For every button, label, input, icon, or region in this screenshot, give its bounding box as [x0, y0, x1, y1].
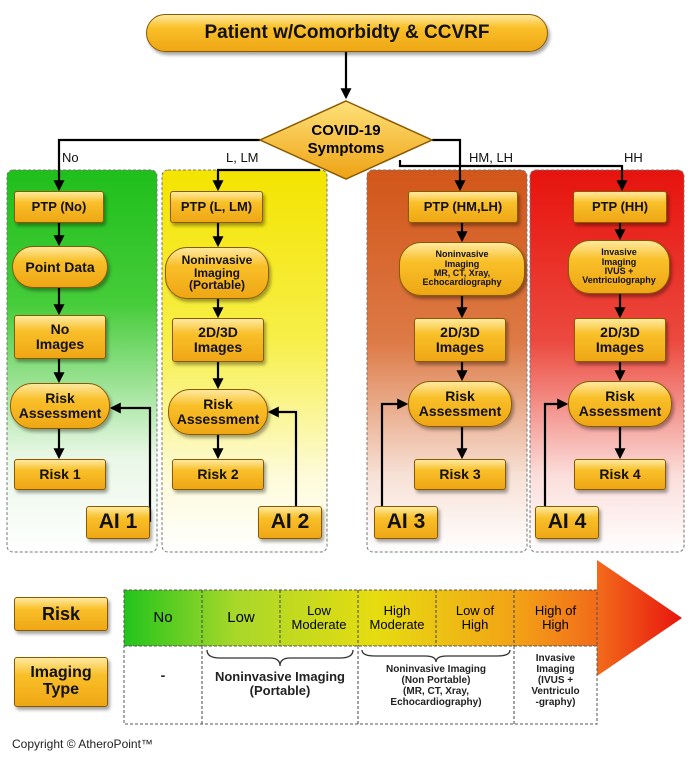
imaging-type-legend-label: Imaging Type — [14, 657, 108, 707]
imaging-row-frame — [123, 645, 598, 725]
risk-level-high-of-high: High of High — [534, 602, 577, 632]
ai-box-lane-4: AI 4 — [535, 506, 599, 539]
risk-level-no: No — [153, 608, 173, 626]
lane-1-background — [6, 169, 158, 553]
covid-decision-diamond: COVID-19 Symptoms — [258, 99, 434, 181]
ptp-box-lane-2: PTP (L, LM) — [170, 191, 263, 223]
decision-label: COVID-19 Symptoms — [307, 122, 385, 157]
risk-level-low-of-high: Low of High — [455, 602, 495, 632]
ai-box-lane-3: AI 3 — [374, 506, 438, 539]
arrow-ai-2-to-assessment — [267, 406, 298, 506]
arrow-ai-4-to-assessment — [543, 398, 569, 506]
images-box-lane-3: 2D/3D Images — [414, 318, 506, 362]
flow-connectors — [53, 52, 628, 522]
risk-box-lane-3: Risk 3 — [414, 459, 506, 490]
copyright-notice: Copyright © AtheroPoint™ — [12, 737, 153, 751]
imaging-box-lane-2: Noninvasive Imaging (Portable) — [165, 247, 269, 299]
images-box-lane-2: 2D/3D Images — [172, 318, 264, 362]
arrow-decision-to-lane-4 — [398, 160, 628, 192]
risk-assessment-lane-4: Risk Assessment — [568, 381, 672, 427]
risk-level-low-moderate: Low Moderate — [291, 602, 347, 632]
risk-box-lane-4: Risk 4 — [574, 459, 666, 490]
arrow-ai-1-to-assessment — [109, 402, 152, 522]
risk-assessment-lane-3: Risk Assessment — [408, 381, 512, 427]
arrow-ai-3-to-assessment — [380, 398, 409, 506]
branch-label-l-lm: L, LM — [226, 150, 259, 165]
risk-assessment-lane-1: Risk Assessment — [10, 383, 110, 429]
arrow-decision-to-lane-2 — [212, 168, 320, 192]
risk-scale-arrow — [124, 560, 682, 676]
ptp-box-lane-1: PTP (No) — [14, 191, 104, 223]
imaging-box-lane-4: Invasive Imaging IVUS + Ventriculography — [568, 240, 670, 294]
point-data-box: Point Data — [12, 246, 108, 288]
imaging-type-portable: Noninvasive Imaging (Portable) — [214, 669, 346, 699]
diamond-shape — [258, 100, 434, 180]
imaging-type-invasive: Invasive Imaging (IVUS + Ventriculo -gra… — [531, 653, 580, 708]
images-box-lane-4: 2D/3D Images — [574, 318, 666, 362]
risk-level-low: Low — [227, 608, 255, 626]
risk-level-high-moderate: High Moderate — [369, 602, 425, 632]
ai-box-lane-1: AI 1 — [86, 506, 150, 539]
imaging-type-none: - — [160, 667, 166, 683]
patient-title-box: Patient w/Comorbidty & CCVRF — [146, 14, 548, 52]
ai-box-lane-2: AI 2 — [258, 506, 322, 539]
risk-legend-label: Risk — [14, 597, 108, 631]
risk-scale-dividers — [201, 590, 515, 646]
risk-assessment-lane-2: Risk Assessment — [168, 389, 268, 435]
arrow-decision-to-lane-1 — [53, 138, 260, 192]
brace-portable — [206, 649, 354, 667]
risk-box-lane-1: Risk 1 — [14, 459, 106, 490]
imaging-type-non-portable: Noninvasive Imaging (Non Portable) (MR, … — [385, 664, 487, 708]
imaging-box-lane-3: Noninvasive Imaging MR, CT, Xray, Echoca… — [399, 242, 525, 296]
images-box-lane-1: No Images — [14, 315, 106, 359]
imaging-row-dividers — [201, 646, 515, 724]
ptp-box-lane-3: PTP (HM,LH) — [408, 191, 518, 223]
risk-box-lane-2: Risk 2 — [172, 459, 264, 490]
branch-label-hh: HH — [624, 150, 643, 165]
ptp-box-lane-4: PTP (HH) — [573, 191, 667, 223]
branch-label-hm-lh: HM, LH — [469, 150, 514, 165]
branch-label-no: No — [62, 150, 79, 165]
arrow-decision-to-lane-3 — [432, 138, 466, 192]
brace-non-portable — [361, 649, 511, 663]
